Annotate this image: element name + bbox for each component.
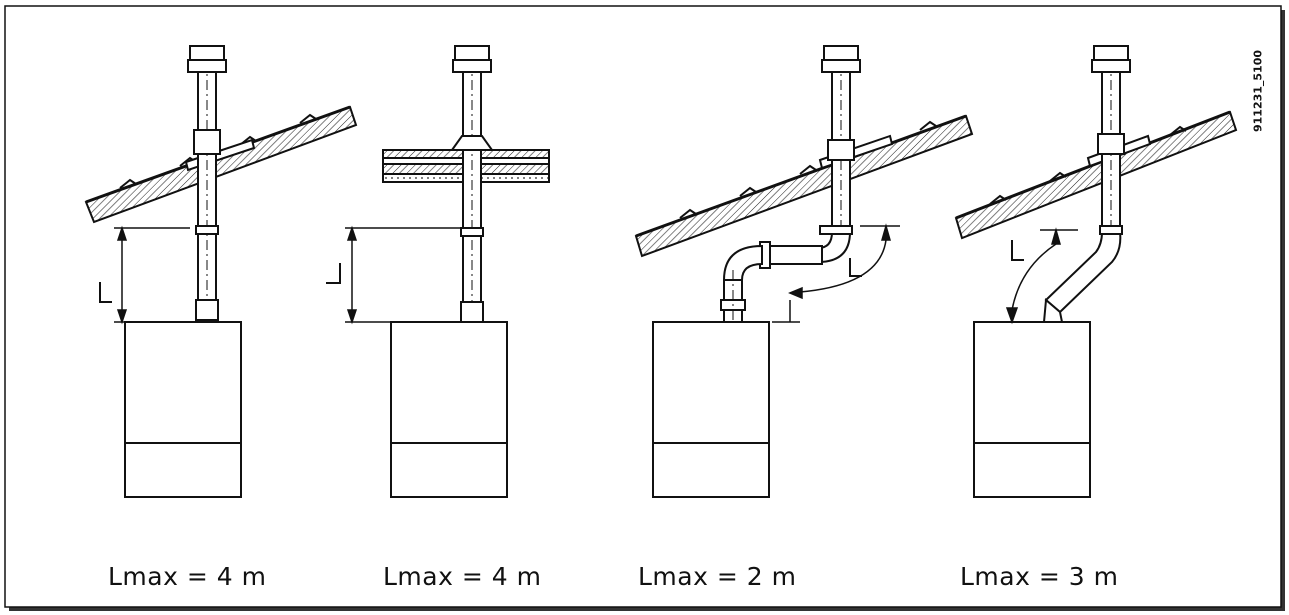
caption-variant-3: Lmax = 2 m: [638, 562, 797, 591]
boiler-3: [652, 321, 770, 498]
dimension-L-1: [99, 225, 190, 325]
figure-id-text: 911231_5100: [1251, 49, 1265, 133]
dimension-L-4: [1005, 227, 1078, 325]
flue-pipe-3: [720, 45, 861, 330]
dimension-L-2: [326, 225, 460, 325]
caption-variant-1: Lmax = 4 m: [108, 562, 267, 591]
flue-pipe-4: [1042, 45, 1131, 323]
variant-2-flat-roof-straight: [326, 45, 550, 498]
variant-3-pitched-roof-offset: [634, 45, 974, 498]
variant-4-pitched-roof-angled: [954, 45, 1238, 498]
dimension-L-3: [772, 223, 900, 323]
pitched-roof-3: [634, 114, 974, 258]
variant-1-pitched-roof-straight: [84, 45, 358, 498]
boiler-2: [390, 321, 508, 498]
figure-id: 911231_5100: [1247, 49, 1269, 133]
caption-variant-2: Lmax = 4 m: [383, 562, 542, 591]
flue-pipe-2: [450, 45, 494, 330]
caption-variant-4: Lmax = 3 m: [960, 562, 1119, 591]
boiler-1: [124, 321, 242, 498]
boiler-4: [973, 321, 1091, 498]
